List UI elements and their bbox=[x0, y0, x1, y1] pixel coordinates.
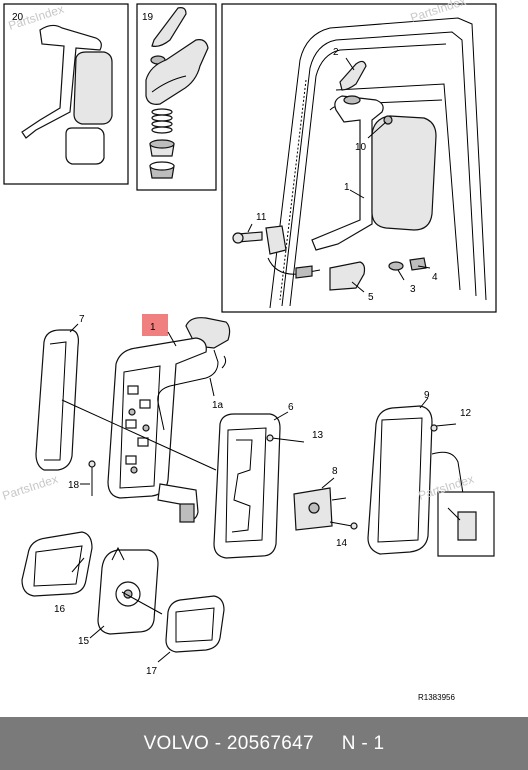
callout-7: 7 bbox=[79, 314, 85, 325]
inset-panel-cab: 2 10 1 11 4 3 5 PartsIndex bbox=[221, 0, 497, 313]
callout-17: 17 bbox=[146, 666, 158, 677]
callout-14: 14 bbox=[336, 538, 348, 549]
part-number-banner: VOLVO - 20567647 N - 1 bbox=[0, 717, 528, 770]
callout-9: 9 bbox=[424, 390, 430, 401]
callout-19: 19 bbox=[142, 12, 154, 23]
main-exploded-view: 7 1 1a 18 bbox=[1, 314, 495, 702]
parts-diagram: 20 PartsIndex 19 bbox=[1, 0, 497, 702]
callout-20: 20 bbox=[12, 12, 24, 23]
callout-1-main: 1 bbox=[150, 322, 156, 333]
watermark: PartsIndex bbox=[1, 472, 60, 503]
callout-18: 18 bbox=[68, 480, 80, 491]
callout-11: 11 bbox=[256, 212, 267, 223]
reference-code: R1383956 bbox=[418, 693, 455, 702]
callout-2: 2 bbox=[333, 47, 339, 58]
inset-panel-20: 20 PartsIndex bbox=[3, 2, 129, 185]
callout-5: 5 bbox=[368, 292, 374, 303]
callout-1-cab: 1 bbox=[344, 182, 350, 193]
callout-15: 15 bbox=[78, 636, 90, 647]
callout-12: 12 bbox=[460, 408, 472, 419]
callout-8: 8 bbox=[332, 466, 338, 477]
housing-details bbox=[125, 385, 151, 474]
callout-1a: 1a bbox=[212, 400, 224, 411]
callout-3: 3 bbox=[410, 284, 416, 295]
highlight-marker bbox=[142, 314, 168, 336]
spring-coil bbox=[151, 108, 173, 134]
inset-panel-19: 19 bbox=[136, 3, 217, 191]
callout-13: 13 bbox=[312, 430, 324, 441]
callout-16: 16 bbox=[54, 604, 66, 615]
callout-10: 10 bbox=[355, 142, 367, 153]
part-number-text: VOLVO - 20567647 N - 1 bbox=[143, 732, 385, 754]
callout-4: 4 bbox=[432, 272, 438, 283]
callout-6: 6 bbox=[288, 402, 294, 413]
